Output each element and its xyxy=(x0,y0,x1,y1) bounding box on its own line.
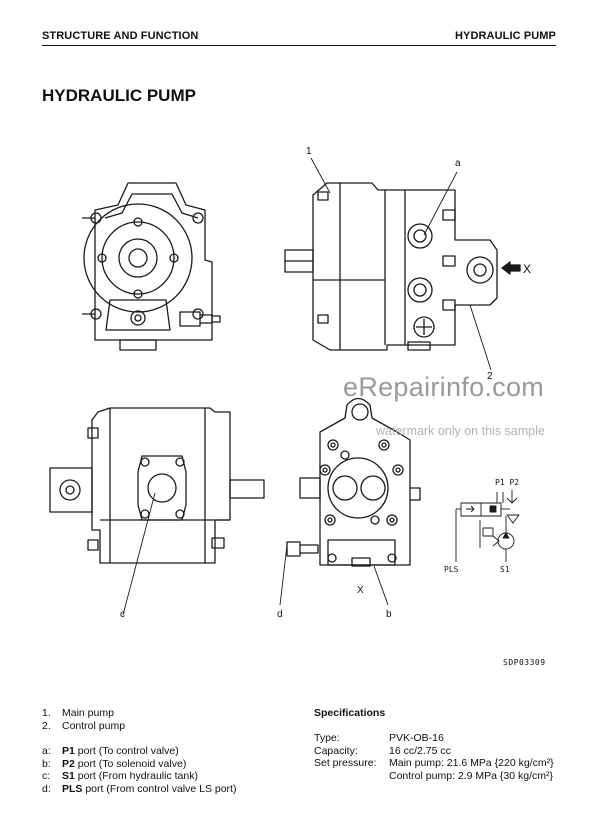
spec-row: Capacity:16 cc/2.75 cc xyxy=(314,744,451,757)
callout-c: c xyxy=(120,609,125,620)
schematic-label-s1: S1 xyxy=(500,565,510,574)
header-topic: HYDRAULIC PUMP xyxy=(454,30,556,42)
component-list: 1.Main pump 2.Control pump xyxy=(42,707,125,732)
callout-a: a xyxy=(455,158,461,169)
side-view xyxy=(284,157,521,371)
list-item: c:S1 port (From hydraulic tank) xyxy=(42,770,198,782)
figure-code: SDP03309 xyxy=(503,658,546,667)
schematic-label-p1p2: P1 P2 xyxy=(495,478,520,487)
header-section: STRUCTURE AND FUNCTION xyxy=(42,30,199,42)
front-view xyxy=(82,182,221,351)
specifications-table: Type:PVK-OB-16 Capacity:16 cc/2.75 cc Se… xyxy=(314,732,554,782)
page-title: HYDRAULIC PUMP xyxy=(42,86,196,105)
spec-row: Set pressure:Main pump: 21.6 MPa {220 kg… xyxy=(314,757,554,769)
header-rule xyxy=(42,45,556,46)
callout-d: d xyxy=(277,609,283,620)
hydraulic-schematic xyxy=(455,490,520,562)
list-item: 1.Main pump xyxy=(42,707,114,719)
rear-view xyxy=(279,397,421,606)
rear-side-view xyxy=(49,407,265,616)
callout-x-arrow: X xyxy=(523,262,532,276)
list-item: 2.Control pump xyxy=(42,719,126,732)
port-list: a:P1 port (To control valve) b:P2 port (… xyxy=(42,745,236,795)
callout-2: 2 xyxy=(487,371,493,382)
callout-1: 1 xyxy=(306,146,312,157)
callout-x-bottom: X xyxy=(357,585,364,596)
watermark-site: eRepairinfo.com xyxy=(343,372,545,402)
spec-row: Type:PVK-OB-16 xyxy=(314,732,444,744)
watermark-note: watermark only on this sample xyxy=(376,424,545,438)
list-item: b:P2 port (To solenoid valve) xyxy=(42,757,187,770)
callout-b: b xyxy=(386,609,392,620)
spec-row: Control pump: 2.9 MPa {30 kg/cm²} xyxy=(389,769,553,782)
schematic-label-pls: PLS xyxy=(444,565,459,574)
list-item: d:PLS port (From control valve LS port) xyxy=(42,782,237,795)
specifications-title: Specifications xyxy=(314,707,386,719)
list-item: a:P1 port (To control valve) xyxy=(42,745,179,757)
